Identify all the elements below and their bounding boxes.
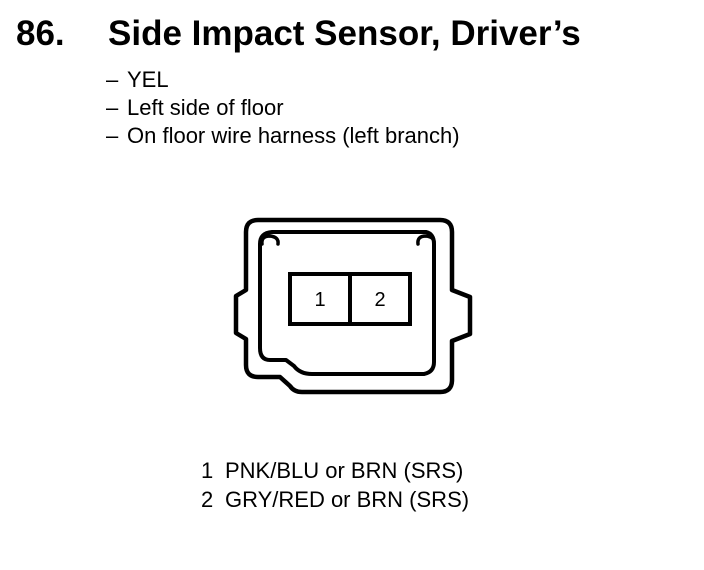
- detail-dash: –: [106, 95, 119, 120]
- page-title: 86. Side Impact Sensor, Driver’s: [16, 12, 581, 56]
- detail-harness: –On floor wire harness (left branch): [106, 122, 460, 150]
- pin-number: 1: [201, 458, 214, 483]
- detail-dash: –: [106, 67, 119, 92]
- cavity-1-label: 1: [314, 289, 325, 311]
- connector-inner-outline: [258, 230, 436, 376]
- detail-location: –Left side of floor: [106, 94, 460, 122]
- cavity-2-label: 2: [374, 289, 385, 311]
- detail-dash: –: [106, 123, 119, 148]
- pin-row: 1 PNK/BLU or BRN (SRS): [201, 456, 469, 485]
- connector-right-latch: [416, 234, 436, 246]
- detail-color: –YEL: [106, 66, 460, 94]
- cavity-2-box: [348, 272, 412, 326]
- component-number: 86.: [16, 14, 65, 53]
- pin-description: GRY/RED or BRN (SRS): [225, 487, 470, 512]
- connector-left-latch: [260, 234, 280, 246]
- pin-description: PNK/BLU or BRN (SRS): [225, 458, 464, 483]
- pin-row: 2 GRY/RED or BRN (SRS): [201, 485, 469, 514]
- pin-number: 2: [201, 487, 214, 512]
- connector-outer-outline: [233, 217, 473, 395]
- detail-text: Left side of floor: [127, 95, 284, 120]
- component-name: Side Impact Sensor, Driver’s: [108, 14, 581, 53]
- component-details: –YEL –Left side of floor –On floor wire …: [106, 66, 460, 150]
- pin-list: 1 PNK/BLU or BRN (SRS) 2 GRY/RED or BRN (S…: [201, 456, 469, 514]
- detail-text: YEL: [127, 67, 169, 92]
- detail-text: On floor wire harness (left branch): [127, 123, 460, 148]
